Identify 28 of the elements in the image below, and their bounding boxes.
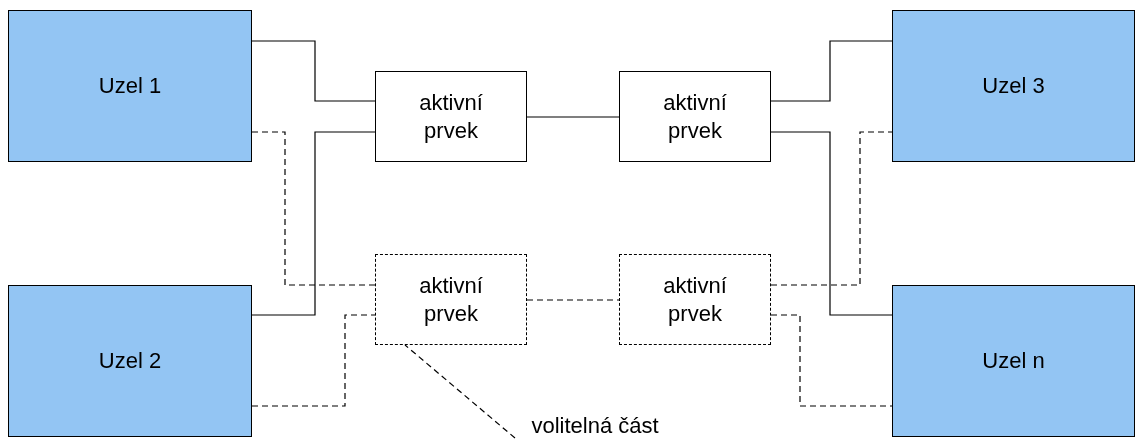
leader-line <box>404 344 516 439</box>
connection-line <box>770 131 893 316</box>
device-box <box>375 71 527 162</box>
node-label: aktivní prvek <box>662 88 728 145</box>
node-label: Uzel 3 <box>982 72 1045 100</box>
node-label: aktivní prvek <box>418 271 484 328</box>
host-box <box>892 285 1135 437</box>
connection-line <box>770 131 893 286</box>
node-label: Uzel 1 <box>98 72 162 100</box>
connection-line <box>251 314 376 407</box>
device-box <box>619 71 771 162</box>
host-box <box>892 10 1135 162</box>
connection-line <box>526 116 620 118</box>
node-label: aktivní prvek <box>418 88 484 145</box>
node-label: aktivní prvek <box>662 271 728 328</box>
node-label: Uzel 2 <box>98 347 162 375</box>
connection-line <box>251 131 376 316</box>
node-label: Uzel n <box>982 347 1045 375</box>
optional-device-box <box>619 254 771 345</box>
note-text: volitelná část <box>531 412 659 440</box>
connection-line <box>251 131 376 286</box>
host-box <box>8 285 252 437</box>
host-box <box>8 10 252 162</box>
connection-line <box>526 299 620 301</box>
connection-line <box>770 314 893 407</box>
connection-line <box>251 40 376 102</box>
connection-line <box>770 40 893 102</box>
optional-device-box <box>375 254 527 345</box>
